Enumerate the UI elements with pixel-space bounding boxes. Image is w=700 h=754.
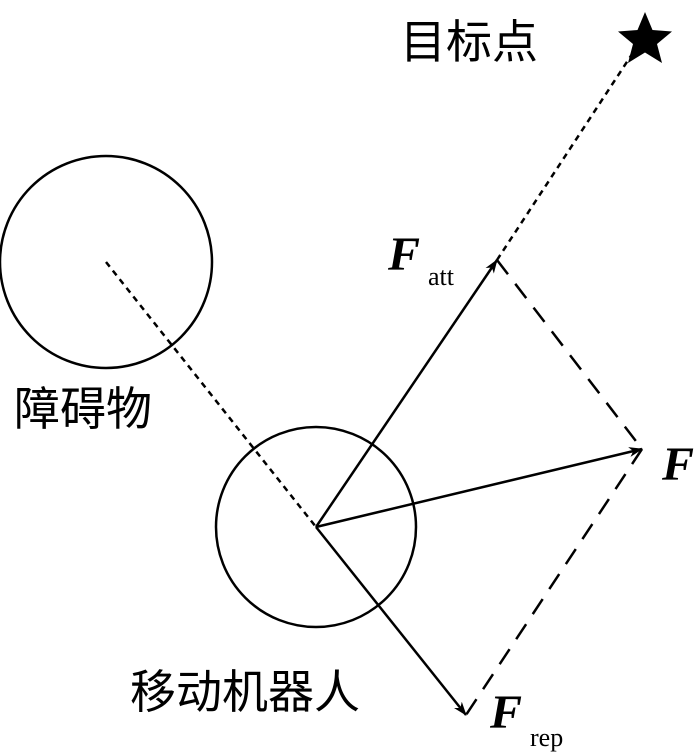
parallelogram-edge-rep (464, 448, 644, 716)
target-direction-line (495, 41, 642, 261)
robot-circle (214, 425, 418, 629)
obstacle-label: 障碍物 (14, 382, 152, 436)
parallelogram-edge-att (496, 259, 643, 450)
target-label: 目标点 (400, 15, 538, 69)
repulsive-force-arrow (315, 526, 467, 716)
repulsive-force-subscript: rep (530, 723, 563, 752)
attractive-force-arrow (314, 259, 499, 528)
resultant-force-arrow (315, 447, 643, 529)
robot-label: 移动机器人 (130, 665, 360, 719)
obstacle-robot-line (105, 261, 317, 528)
star-icon (618, 12, 672, 63)
resultant-force-symbol: F (661, 438, 694, 491)
attractive-force-subscript: att (428, 262, 455, 291)
repulsive-force-symbol: F (489, 686, 522, 739)
attractive-force-symbol: F (387, 228, 420, 281)
obstacle-circle (0, 154, 214, 370)
